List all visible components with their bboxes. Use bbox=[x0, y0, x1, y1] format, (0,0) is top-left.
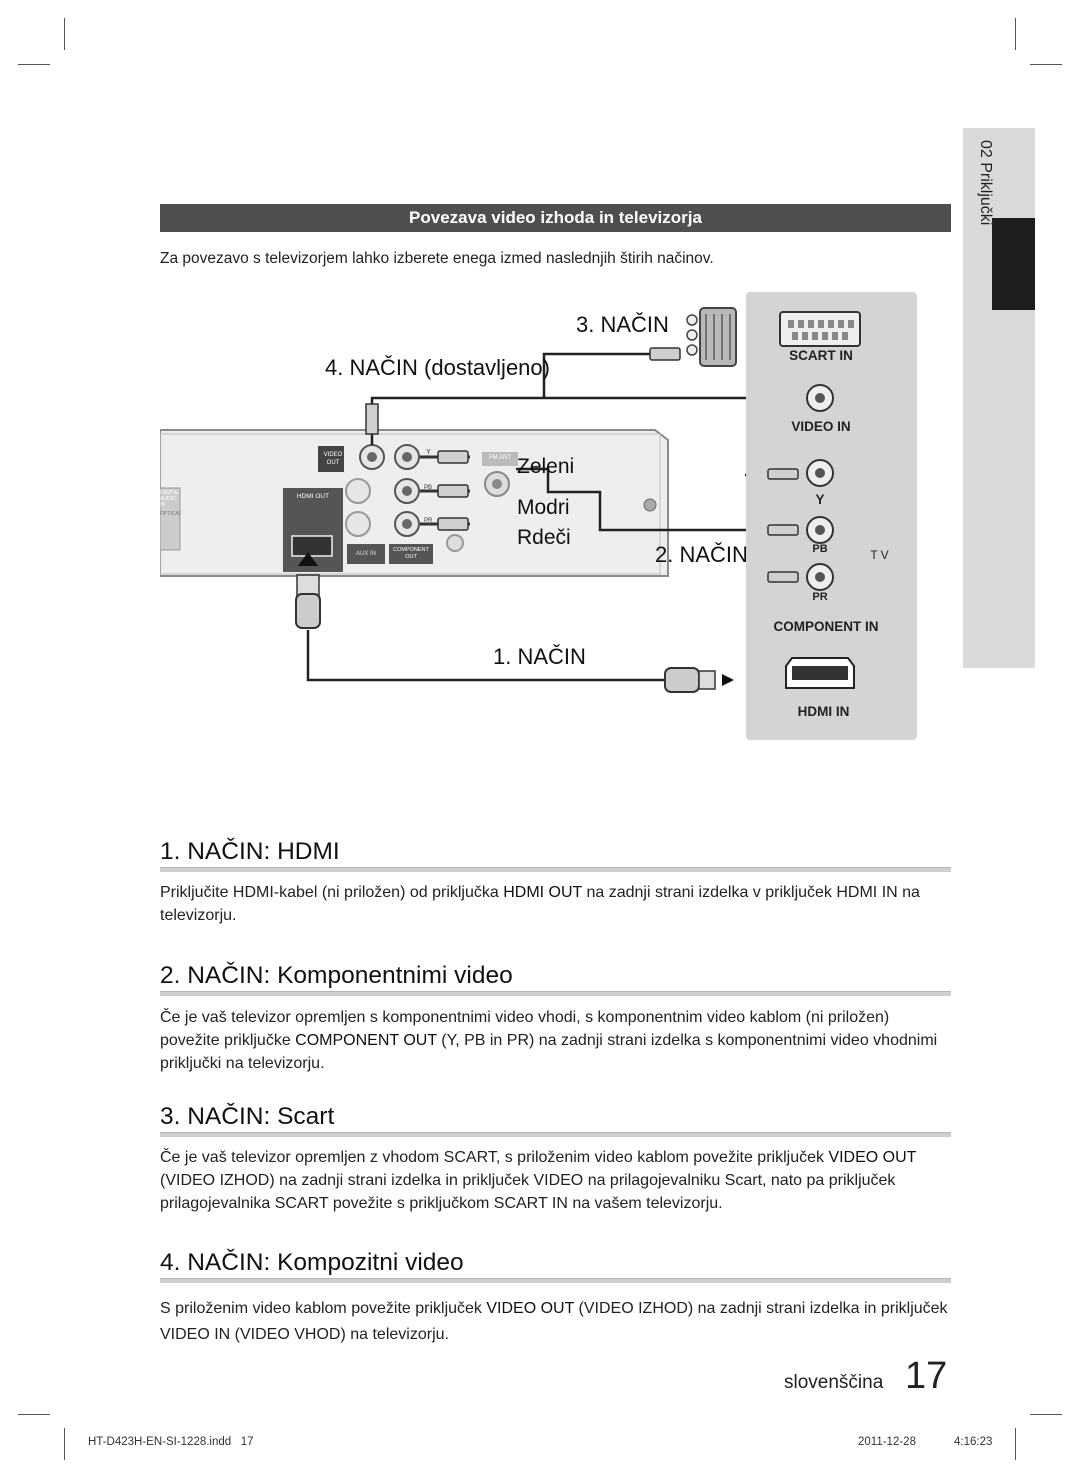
section-2-title: 2. NAČIN: Komponentnimi video bbox=[160, 962, 513, 989]
section-3-keyword: VIDEO OUT bbox=[828, 1149, 917, 1166]
section-3-text: Če je vaš televizor opremljen z vhodom S… bbox=[160, 1146, 952, 1215]
section-4-text-part: (VIDEO IZHOD) na zadnji strani izdelka i… bbox=[160, 1300, 948, 1343]
section-4-text: S priloženim video kablom povežite prikl… bbox=[160, 1296, 952, 1348]
section-2-text: Če je vaš televizor opremljen s komponen… bbox=[160, 1006, 952, 1075]
section-4-title: 4. NAČIN: Kompozitni video bbox=[160, 1249, 464, 1276]
device-label-component-out: COMPONENT OUT bbox=[393, 547, 429, 560]
scart-in-jack bbox=[779, 311, 861, 347]
section-1-rule bbox=[160, 867, 951, 872]
section-2-keyword: COMPONENT OUT bbox=[295, 1032, 437, 1049]
section-2-rule bbox=[160, 991, 951, 996]
red-cable-label: Rdeči bbox=[517, 526, 571, 549]
section-1-title: 1. NAČIN: HDMI bbox=[160, 838, 340, 865]
section-1-text-part: Priključite HDMI-kabel (ni priložen) od … bbox=[160, 884, 504, 901]
device-label-digital-in: DIGITAL AUDIO IN bbox=[160, 490, 179, 508]
section-1-text: Priključite HDMI-kabel (ni priložen) od … bbox=[160, 881, 952, 927]
crop-mark bbox=[64, 18, 65, 50]
y-label: Y bbox=[815, 492, 825, 507]
connection-diagram: VIDEO OUT HDMI OUT AUX IN COMPONENT OUT … bbox=[160, 285, 920, 755]
slug-date: 2011-12-28 bbox=[858, 1436, 916, 1448]
device-label-pb: PB bbox=[424, 485, 433, 491]
section-2-text-part: (Y, PB in PR) na zadnji strani izdelka s… bbox=[160, 1032, 938, 1072]
video-in-label: VIDEO IN bbox=[791, 419, 851, 434]
section-3-text-part: Če je vaš televizor opremljen z vhodom S… bbox=[160, 1149, 829, 1166]
section-3-title: 3. NAČIN: Scart bbox=[160, 1103, 335, 1130]
device-label-optical: OPTICAL bbox=[160, 511, 180, 517]
method3-label: 3. NAČIN bbox=[576, 312, 669, 337]
pr-label: PR bbox=[812, 591, 828, 603]
section-3-rule bbox=[160, 1132, 951, 1137]
chapter-side-label: 02 Priključki bbox=[977, 140, 994, 226]
green-cable-label: Zeleni bbox=[517, 455, 575, 478]
device-label-video-out: VIDEO OUT bbox=[323, 452, 343, 466]
device-label-aux-in: AUX IN bbox=[355, 551, 376, 557]
section-2-text-part: Če je vaš televizor opremljen s komponen… bbox=[160, 1009, 890, 1049]
hdmi-in-label: HDMI IN bbox=[797, 704, 850, 719]
section-4-text-part: S priloženim video kablom povežite prikl… bbox=[160, 1300, 487, 1317]
intro-text: Za povezavo s televizorjem lahko izberet… bbox=[160, 250, 714, 267]
component-in-label: COMPONENT IN bbox=[773, 619, 879, 634]
section-1-text-part: na zadnji strani izdelka v priključek HD… bbox=[160, 884, 920, 924]
scart-adapter bbox=[699, 307, 737, 367]
method2-label: 2. NAČIN bbox=[655, 542, 748, 567]
method4-label: 4. NAČIN (dostavljeno) bbox=[325, 355, 550, 380]
crop-mark bbox=[18, 1414, 50, 1415]
tv-label: TV bbox=[870, 548, 892, 562]
chapter-side-tab bbox=[963, 128, 1035, 668]
chapter-side-tab-marker bbox=[992, 218, 1035, 310]
scart-in-label: SCART IN bbox=[789, 348, 853, 363]
crop-mark bbox=[1030, 1414, 1062, 1415]
crop-mark bbox=[64, 1428, 65, 1460]
section-3-text-part: (VIDEO IZHOD) na zadnji strani izdelka i… bbox=[160, 1172, 896, 1212]
section-4-rule bbox=[160, 1278, 951, 1283]
method1-label: 1. NAČIN bbox=[493, 644, 586, 669]
device-label-fm-ant: FM ANT bbox=[489, 455, 511, 461]
slug-time: 4:16:23 bbox=[954, 1436, 993, 1448]
section-1-keyword: HDMI OUT bbox=[503, 884, 583, 901]
footer-language: slovenščina bbox=[784, 1372, 884, 1393]
device-label-hdmi-out: HDMI OUT bbox=[296, 493, 330, 500]
blue-cable-label: Modri bbox=[517, 496, 570, 519]
device-label-y: Y bbox=[426, 449, 431, 456]
crop-mark bbox=[1015, 18, 1016, 50]
pb-label: PB bbox=[812, 543, 828, 555]
hdmi-out-block bbox=[283, 488, 343, 572]
section-header-bar: Povezava video izhoda in televizorja bbox=[160, 204, 951, 232]
tv-input-panel: SCART IN VIDEO IN Y PB TV PR COMPONENT I… bbox=[746, 292, 917, 740]
slug-file: HT-D423H-EN-SI-1228.indd 17 bbox=[88, 1436, 254, 1448]
crop-mark bbox=[1015, 1428, 1016, 1460]
crop-mark bbox=[1030, 64, 1062, 65]
device-label-pr: PR bbox=[424, 518, 433, 524]
page-number: 17 bbox=[905, 1355, 948, 1397]
crop-mark bbox=[18, 64, 50, 65]
section-4-keyword: VIDEO OUT bbox=[486, 1300, 575, 1317]
